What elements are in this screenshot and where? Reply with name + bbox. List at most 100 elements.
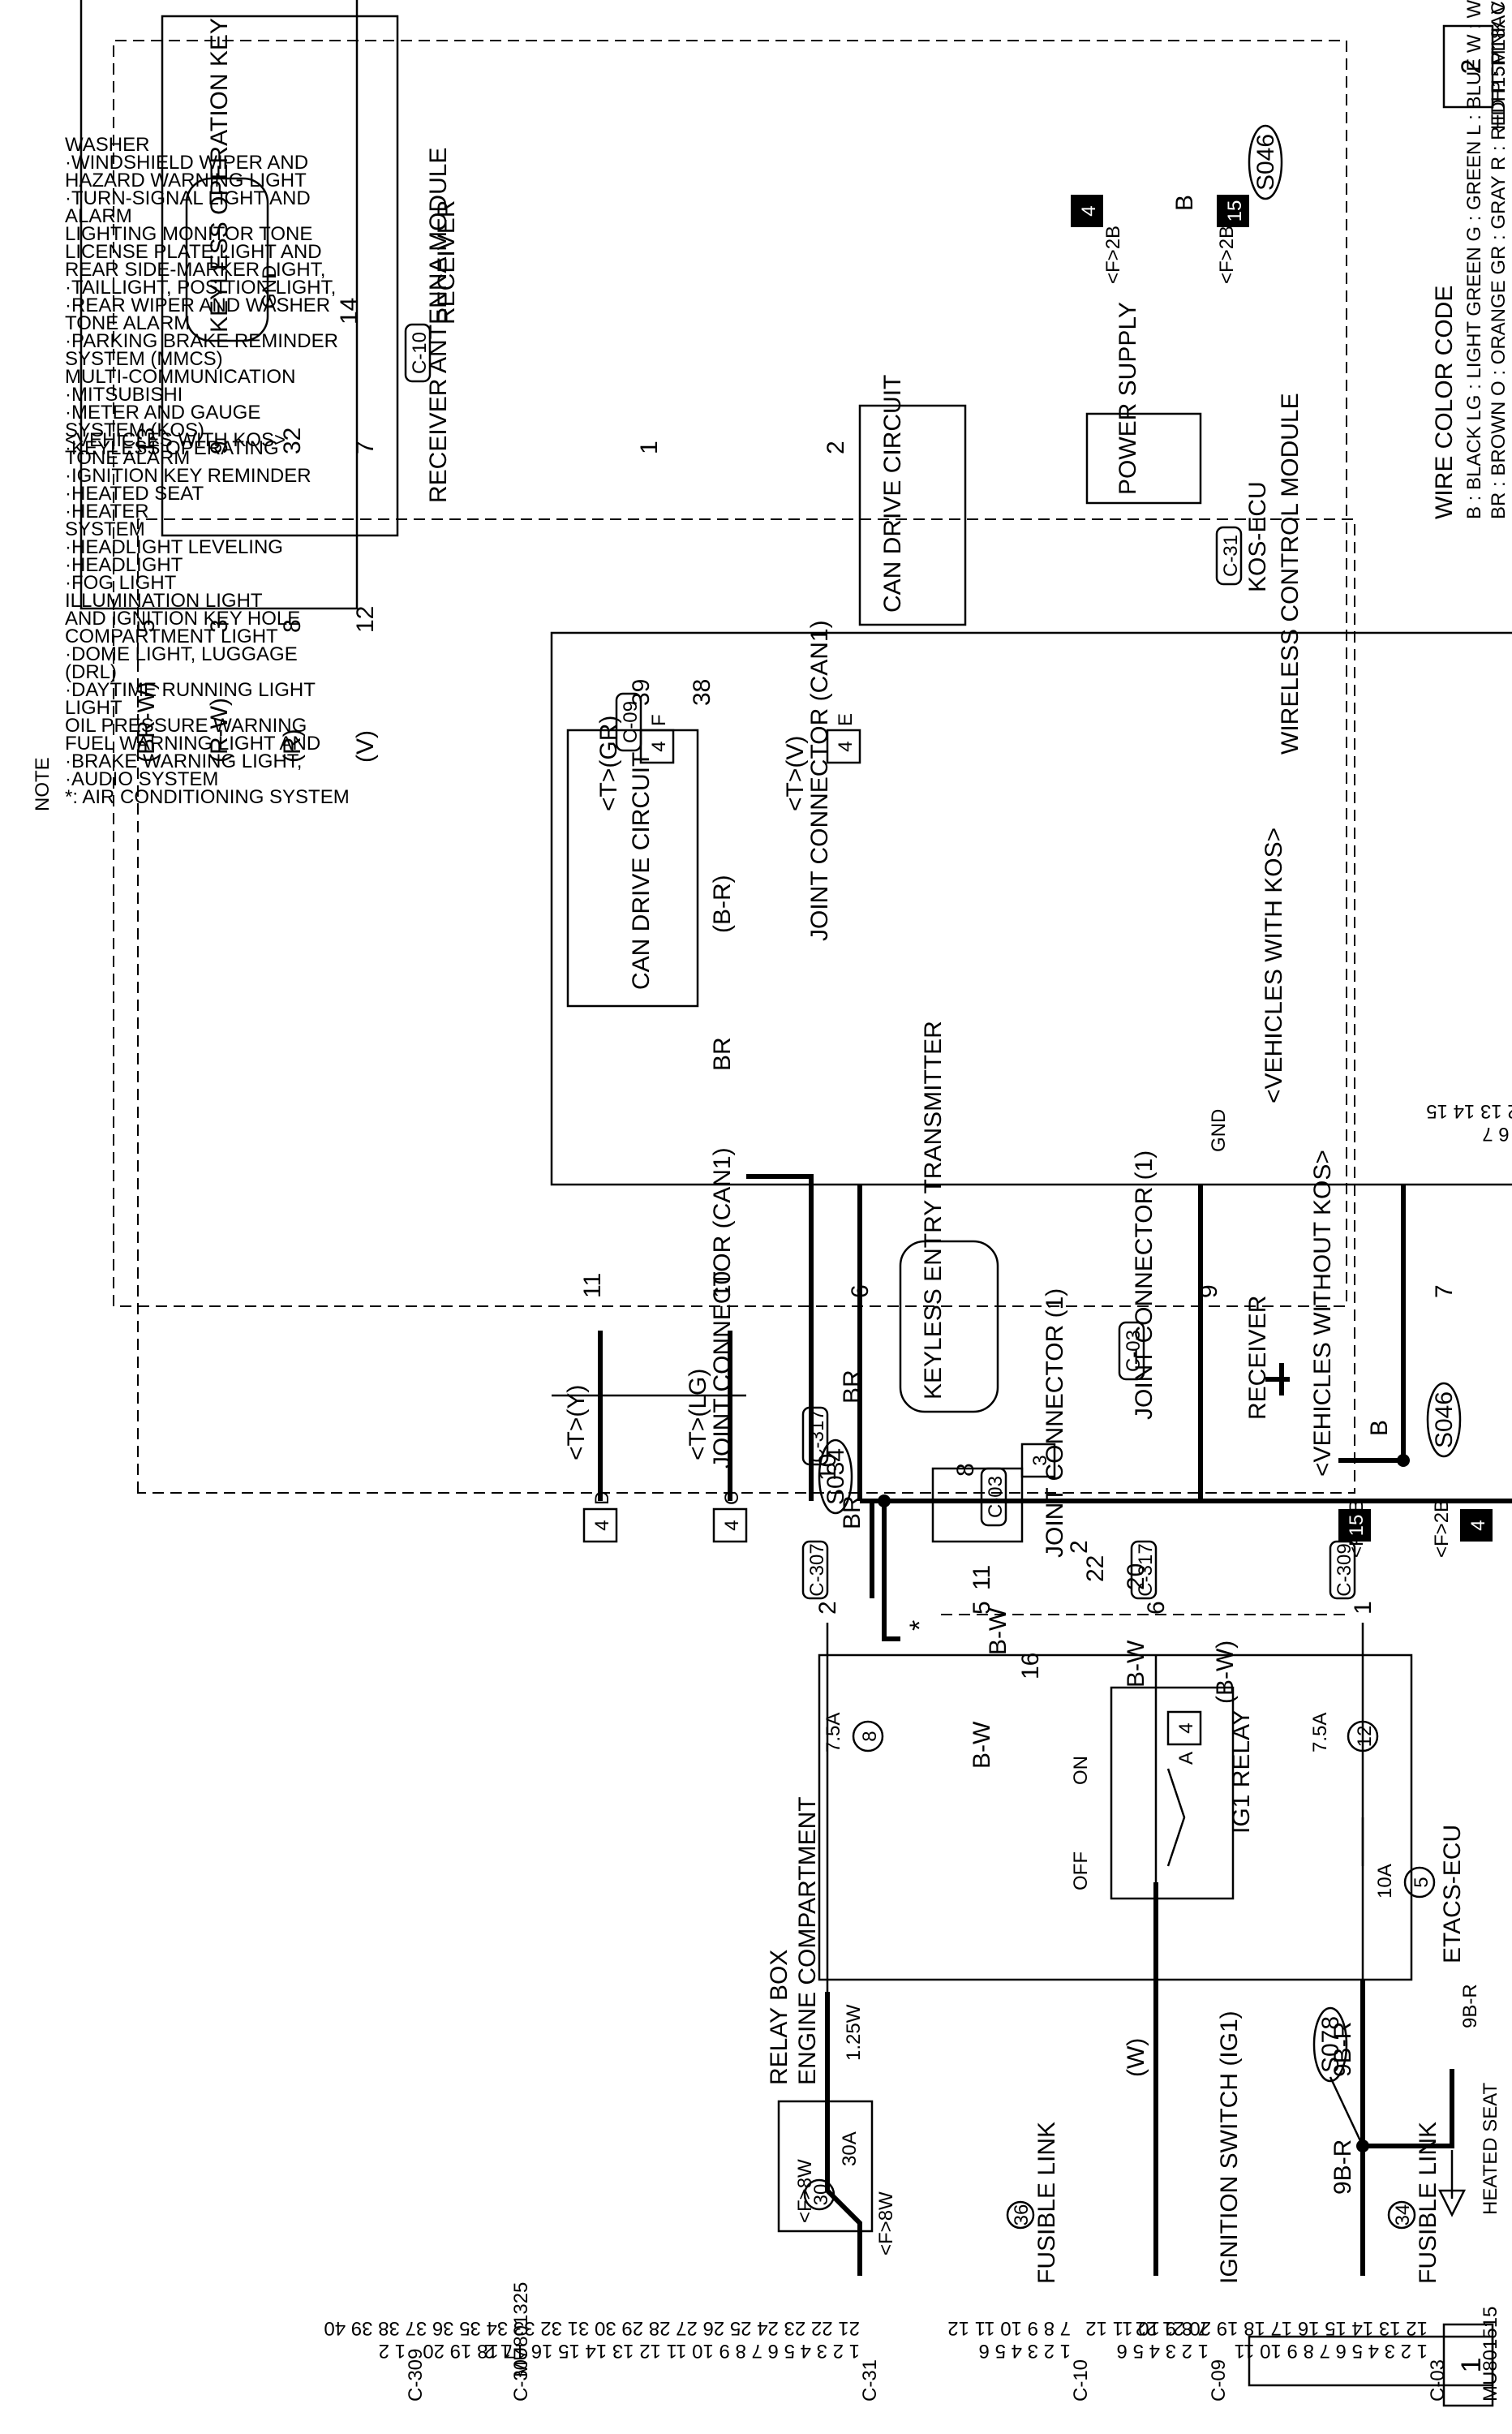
can-drive-circuit-box-kos — [858, 404, 967, 626]
note-line-col1: ·BRAKE WARNING LIGHT, — [65, 750, 302, 772]
splice-s034-label: S034 — [823, 1448, 849, 1505]
connector-c03a: C-03 — [985, 1476, 1007, 1518]
ignition-switch-label: IGNITION SWITCH (IG1) — [1216, 2010, 1243, 2284]
heated-seat-label: HEATED SEAT — [1480, 2083, 1501, 2215]
wire-label-b-1: B — [1366, 1420, 1393, 1436]
connector-table-row: 8 9 10 11 12 13 14 15 — [1426, 1100, 1512, 1122]
note-line-col1: ·HEATER — [65, 501, 149, 522]
pin-jc-11: 11 — [969, 1565, 995, 1590]
connector-table-name: C-309 — [405, 2349, 427, 2402]
note-line-col1: ·HEADLIGHT — [65, 554, 183, 576]
kos-ecu-box — [79, 0, 359, 610]
splice-leader-s078 — [1329, 2076, 1364, 2147]
note-line-col2: LIGHTING MONITOR TONE — [65, 223, 312, 245]
connector-table-name: C-31 — [859, 2359, 881, 2402]
ground-ref-box-15b — [1217, 195, 1249, 227]
vehicles-with-kos-label: <VEHICLES WITH KOS> — [1261, 828, 1287, 1103]
pin-jc-22: 22 — [1082, 1555, 1109, 1582]
connector-table-c-31: C-311 2 3 4 5 6 7 8 9 10 11 12 13 14 15 … — [324, 2317, 881, 2402]
wire-label-t-y: <T>(Y) — [563, 1385, 590, 1460]
connector-table-name: C-09 — [1208, 2359, 1230, 2402]
gnd-label-top: GND — [1208, 1109, 1230, 1152]
pin-wcm-7: 7 — [1431, 1284, 1458, 1298]
connector-table-name: C-307 — [510, 2349, 532, 2402]
joint-connector-1-label-top: JOINT CONNECTOR (1) — [1042, 1288, 1068, 1558]
wire-label-br-paren: (B-R) — [709, 875, 736, 933]
ref-box-4-top — [1166, 1710, 1202, 1746]
ground-ref-15a: 15 — [1346, 1515, 1368, 1537]
fuse-12-num: 12 — [1354, 1726, 1376, 1748]
note-line-col1: OIL PRESSURE WARNING — [65, 715, 307, 737]
wire-label-r: (R) — [279, 729, 306, 763]
pin-jc-8: 8 — [952, 1463, 979, 1477]
pin-jc-5: 5 — [969, 1601, 995, 1615]
receiver-label-top: RECEIVER — [1244, 1296, 1271, 1420]
ground-ref-box-15a — [1338, 1509, 1371, 1542]
note-line-col2: ·METER AND GAUGE — [65, 402, 260, 424]
fuse-30-amp: 30A — [839, 2131, 861, 2166]
fuse-5-num: 5 — [1411, 1877, 1433, 1887]
note-line-col1: <VEHICLES WITH KOS> — [65, 429, 286, 451]
note-line-col2: REAR SIDE-MARKER LIGHT, — [65, 259, 325, 281]
ref-3: 3 — [1029, 1455, 1051, 1465]
keyless-entry-transmitter-box — [899, 1240, 999, 1413]
fusible-link-34-label: FUSIBLE LINK — [1415, 2122, 1441, 2284]
star-note: * — [904, 1620, 935, 1631]
connector-table-row: 7 8 9 10 11 12 — [1085, 2317, 1209, 2339]
fuse-30-num: 30 — [810, 2184, 832, 2206]
pin-jc-2: 2 — [1066, 1540, 1093, 1554]
connector-table-row: 7 8 9 10 11 12 — [947, 2317, 1071, 2339]
note-line-col2: ·PARKING BRAKE REMINDER — [65, 330, 338, 352]
connector-c309: C-309 — [1334, 1543, 1355, 1596]
connector-c10: C-10 — [409, 332, 431, 374]
fuse-5-amp: 10A — [1374, 1864, 1396, 1899]
wire-label-f2b-3: <F>2B — [1216, 226, 1238, 284]
note-line-col2: ·MITSUBISHI — [65, 384, 183, 406]
note-line-col2: TONE ALARM — [65, 312, 190, 334]
wire-label-v: (V) — [352, 730, 379, 763]
fusible-link-36-label: FUSIBLE LINK — [1033, 2122, 1060, 2284]
table-c03-part: MU801515 — [1480, 2307, 1501, 2402]
splice-dot-s046a — [1397, 1454, 1410, 1467]
ground-ref-box-4a — [1460, 1509, 1493, 1542]
relay-on-label: ON — [1070, 1756, 1092, 1785]
connector-table-row: 1 2 3 4 5 6 7 8 9 10 11 — [1235, 2340, 1428, 2362]
note-line-col1: COMPARTMENT LIGHT — [65, 626, 278, 647]
connector-c10-tag — [404, 323, 432, 383]
ref-letter-f: F — [648, 714, 670, 726]
connector-table-row: 21 22 23 24 25 26 27 28 29 30 31 32 33 3… — [324, 2317, 860, 2339]
note-line-col1: ·FOG LIGHT — [65, 572, 177, 594]
etacs-ecu-label: ETACS-ECU — [1439, 1825, 1466, 1963]
splice-s046b — [1248, 124, 1283, 200]
relay-box-sub: ENGINE COMPARTMENT — [794, 1796, 821, 2085]
connector-c31-tag — [1215, 526, 1243, 586]
diagram-code: HDH15M18AC — [1488, 1, 1510, 130]
note-line-col2: ·REAR WIPER AND WASHER — [65, 295, 330, 316]
note-line-col2: WASHER — [65, 134, 149, 156]
receiver-antenna — [1265, 1363, 1290, 1395]
ig1-relay-label: IG1 RELAY — [1228, 1709, 1255, 1834]
ground-ref-box-4b — [1071, 195, 1103, 227]
connector-table-row: 1 2 3 4 - - 5 6 7 — [1482, 1123, 1512, 1145]
note-line-col1: ·DAYTIME RUNNING LIGHT — [65, 679, 316, 701]
note-line-col1: ·HEATED SEAT — [65, 483, 204, 505]
connector-c31: C-31 — [1220, 535, 1242, 577]
pin-jc-16: 16 — [1017, 1653, 1044, 1679]
page-number-box-right — [1442, 24, 1494, 109]
pin-kos-39: 39 — [628, 679, 655, 706]
splice-s078-label: S078 — [1317, 2016, 1344, 2073]
fusible-link-36-num: 36 — [1011, 2204, 1033, 2226]
wire-label-t-gr: <T>(GR) — [595, 716, 622, 811]
splice-s046a-label: S046 — [1431, 1391, 1458, 1448]
note-line-col1: ·IGNITION KEY REMINDER — [65, 465, 311, 487]
can-drive-circuit-box-top — [566, 729, 699, 1008]
pin-ram-3: 3 — [206, 619, 233, 633]
note-line-col2: ·WINDSHIELD WIPER AND — [65, 152, 308, 174]
wire-label-f2b-4: <F>2B — [1102, 226, 1124, 284]
ref-box-4-v — [826, 729, 861, 764]
keyless-operation-key-box — [185, 177, 269, 342]
